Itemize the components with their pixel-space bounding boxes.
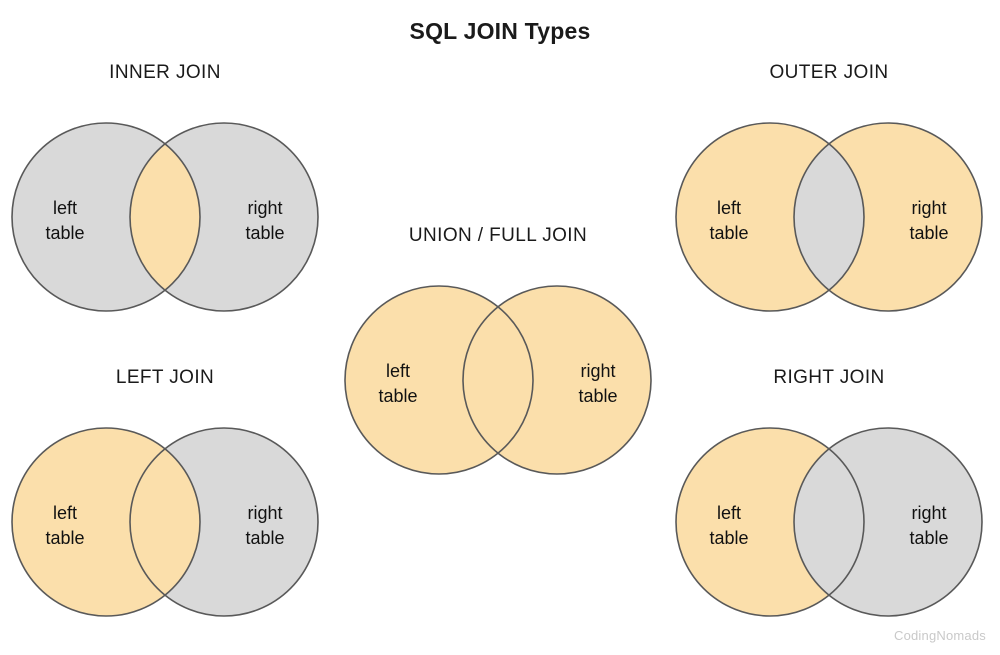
diagram-heading-inner-join: INNER JOIN bbox=[109, 62, 221, 83]
venn-left-label-line1: left bbox=[717, 503, 741, 523]
diagram-right-join: RIGHT JOIN left table right table bbox=[659, 367, 999, 637]
venn-left-label-line2: table bbox=[709, 528, 748, 548]
venn-right-label-line2: table bbox=[909, 223, 948, 243]
venn-right-label-line1: right bbox=[580, 361, 615, 381]
venn-left-label-line2: table bbox=[45, 223, 84, 243]
venn-left-label-line1: left bbox=[717, 198, 741, 218]
watermark: CodingNomads bbox=[893, 628, 986, 643]
diagram-inner-join: INNER JOIN left table right table bbox=[0, 62, 335, 332]
venn-left-label-line2: table bbox=[709, 223, 748, 243]
venn-left-circle-outline bbox=[344, 285, 534, 475]
venn-svg-left-join: left table right table bbox=[11, 427, 319, 617]
diagram-outer-join: OUTER JOIN left table right table bbox=[659, 62, 999, 332]
diagram-left-join: LEFT JOIN left table right table bbox=[0, 367, 335, 637]
diagram-union-full-join: UNION / FULL JOIN left table right table bbox=[328, 225, 668, 495]
venn-right-label-line1: right bbox=[911, 503, 946, 523]
venn-left-label-line2: table bbox=[45, 528, 84, 548]
venn-right-circle-outline bbox=[462, 285, 652, 475]
venn-right-label-line2: table bbox=[245, 528, 284, 548]
venn-left-circle-outline bbox=[11, 427, 201, 617]
venn-right-label-line1: right bbox=[247, 503, 282, 523]
diagram-heading-outer-join: OUTER JOIN bbox=[769, 62, 889, 83]
venn-svg-inner-join: left table right table bbox=[11, 122, 319, 312]
venn-right-circle-outline bbox=[793, 427, 983, 617]
venn-intersection bbox=[794, 428, 864, 616]
venn-right-label-line2: table bbox=[578, 386, 617, 406]
venn-left-label-line2: table bbox=[378, 386, 417, 406]
venn-svg-union-full-join: left table right table bbox=[344, 285, 652, 475]
venn-intersection bbox=[130, 428, 200, 616]
venn-svg-outer-join: left table right table bbox=[675, 122, 983, 312]
venn-intersection bbox=[130, 123, 200, 311]
venn-left-circle-outline bbox=[675, 427, 865, 617]
page-title: SQL JOIN Types bbox=[409, 18, 591, 44]
venn-right-label-line2: table bbox=[909, 528, 948, 548]
venn-left-label-line1: left bbox=[53, 503, 77, 523]
venn-right-circle-outline bbox=[793, 122, 983, 312]
venn-right-label-line1: right bbox=[247, 198, 282, 218]
venn-intersection bbox=[463, 286, 533, 474]
venn-left-circle-outline bbox=[675, 122, 865, 312]
diagram-heading-union-full-join: UNION / FULL JOIN bbox=[408, 225, 588, 246]
diagram-heading-right-join: RIGHT JOIN bbox=[773, 367, 885, 388]
venn-right-label-line2: table bbox=[245, 223, 284, 243]
venn-svg-right-join: left table right table bbox=[675, 427, 983, 617]
venn-intersection bbox=[794, 123, 864, 311]
venn-right-circle-outline bbox=[129, 427, 319, 617]
venn-right-label-line1: right bbox=[911, 198, 946, 218]
venn-left-circle-outline bbox=[11, 122, 201, 312]
venn-left-label-line1: left bbox=[386, 361, 410, 381]
venn-left-label-line1: left bbox=[53, 198, 77, 218]
venn-right-circle-outline bbox=[129, 122, 319, 312]
diagram-heading-left-join: LEFT JOIN bbox=[115, 367, 215, 388]
